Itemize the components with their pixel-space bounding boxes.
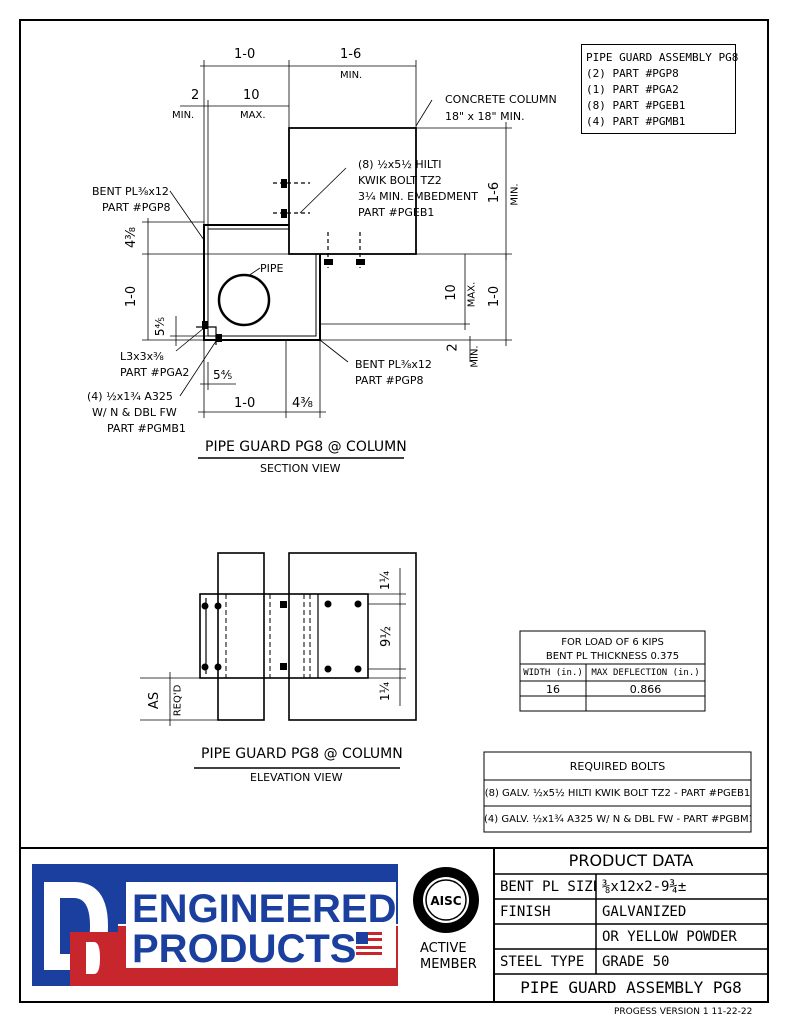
callout-a325-bolt: W/ N & DBL FW: [92, 406, 177, 419]
aisc-seal: AISC: [412, 866, 480, 934]
dim-text-vertical: 1¼: [378, 570, 393, 591]
callout-pipe: PIPE: [260, 262, 284, 275]
svg-text:AISC: AISC: [430, 894, 461, 908]
assembly-item: (8) PART #PGEB1: [586, 99, 686, 112]
callout-a325-bolt: PART #PGMB1: [107, 422, 186, 435]
elevation-view-title: PIPE GUARD PG8 @ COLUMN: [201, 746, 403, 762]
load-table-col-header: MAX DEFLECTION (in.): [591, 668, 700, 678]
version-label: PROGESS VERSION 1 11-22-22: [614, 1007, 753, 1017]
load-table-header: FOR LOAD OF 6 KIPS: [561, 637, 664, 648]
load-table-cell: 0.866: [629, 683, 662, 696]
product-data-value: ⅜x12x2-9¾±: [602, 879, 687, 895]
elevation-view-subtitle: ELEVATION VIEW: [250, 771, 343, 784]
company-logo: ENGINEERED PRODUCTS: [30, 862, 400, 990]
dim-text-vertical: MIN.: [509, 183, 521, 206]
product-data-footer: PIPE GUARD ASSEMBLY PG8: [520, 978, 742, 997]
dim-text: 10: [243, 88, 260, 103]
elevation-view-drawing: [140, 552, 417, 769]
assembly-item: (2) PART #PGP8: [586, 67, 679, 80]
aisc-member-label: MEMBER: [420, 957, 477, 972]
dim-text-vertical: 10: [443, 284, 459, 301]
dim-text: 2: [191, 88, 200, 103]
section-view-drawing: [142, 60, 512, 459]
assembly-item: (4) PART #PGMB1: [586, 115, 686, 128]
callout-hilti-bolt: (8) ½x5½ HILTI: [358, 158, 442, 171]
dim-text-vertical: AS: [147, 691, 163, 710]
callout-bent-plate: PART #PGP8: [355, 374, 424, 387]
dim-text: 1-0: [234, 47, 256, 62]
product-data-label: FINISH: [500, 904, 551, 920]
product-data-label: STEEL TYPE: [500, 954, 585, 970]
product-data-value: OR YELLOW POWDER: [602, 929, 737, 945]
required-bolts-row: (4) GALV. ½x1¾ A325 W/ N & DBL FW - PART…: [484, 814, 751, 825]
dim-text-vertical: 1-0: [487, 285, 503, 308]
dim-text-vertical: REQ'D: [172, 684, 184, 717]
load-table-col-header: WIDTH (in.): [523, 668, 583, 678]
dim-text-vertical: 5⅘: [153, 316, 168, 337]
callout-hilti-bolt: KWIK BOLT TZ2: [358, 174, 442, 187]
aisc-active-label: ACTIVE: [420, 941, 467, 956]
dim-text: 5⅘: [213, 368, 233, 382]
logo-graphic: [32, 864, 398, 986]
logo-text-engineered: ENGINEERED: [132, 887, 397, 931]
callout-a325-bolt: (4) ½x1¾ A325: [87, 390, 173, 403]
dim-text-vertical: 2: [445, 343, 461, 352]
load-table-header: BENT PL THICKNESS 0.375: [545, 651, 680, 662]
dim-text-vertical: 1¼: [378, 681, 393, 702]
logo-text-products: PRODUCTS: [132, 927, 357, 971]
dim-text-vertical: 1-0: [124, 285, 140, 308]
aisc-seal-graphic: AISC: [413, 867, 479, 933]
section-view-subtitle: SECTION VIEW: [260, 462, 341, 475]
dim-text: MIN.: [340, 70, 363, 81]
callout-angle: PART #PGA2: [120, 366, 190, 379]
load-table-cell: 16: [546, 683, 560, 696]
product-data-value: GRADE 50: [602, 954, 670, 970]
section-view-title: PIPE GUARD PG8 @ COLUMN: [205, 439, 407, 455]
dim-text-vertical: 4⅜: [123, 227, 139, 248]
dim-text-vertical: 1-6: [487, 181, 503, 204]
product-data-title: PRODUCT DATA: [568, 851, 694, 870]
assembly-item: (1) PART #PGA2: [586, 83, 679, 96]
dim-text: 4⅜: [292, 396, 313, 411]
dim-text: 1-6: [340, 47, 362, 62]
callout-hilti-bolt: 3¼ MIN. EMBEDMENT: [358, 190, 478, 203]
dim-text: 1-0: [234, 396, 256, 411]
callout-concrete-column: 18" x 18" MIN.: [445, 110, 525, 123]
callout-bent-plate: PART #PGP8: [102, 201, 171, 214]
product-data-label: BENT PL SIZE: [500, 879, 596, 895]
assembly-list-box: PIPE GUARD ASSEMBLY PG8 (2) PART #PGP8 (…: [581, 44, 739, 134]
dim-text: MIN.: [172, 110, 195, 121]
callout-hilti-bolt: PART #PGEB1: [358, 206, 435, 219]
dim-text-vertical: MAX.: [466, 281, 478, 308]
dim-text: MAX.: [240, 110, 266, 121]
required-bolts-title: REQUIRED BOLTS: [569, 760, 666, 773]
dim-text-vertical: MIN.: [469, 345, 481, 368]
dim-text-vertical: 9½: [378, 626, 394, 647]
callout-bent-plate: BENT PL⅜x12: [92, 185, 169, 198]
callout-concrete-column: CONCRETE COLUMN: [445, 93, 557, 106]
callout-angle: L3x3x⅜: [120, 350, 164, 363]
callout-bent-plate: BENT PL⅜x12: [355, 358, 432, 371]
required-bolts-row: (8) GALV. ½x5½ HILTI KWIK BOLT TZ2 - PAR…: [484, 788, 751, 799]
product-data-value: GALVANIZED: [602, 904, 687, 920]
assembly-title: PIPE GUARD ASSEMBLY PG8: [586, 51, 739, 64]
